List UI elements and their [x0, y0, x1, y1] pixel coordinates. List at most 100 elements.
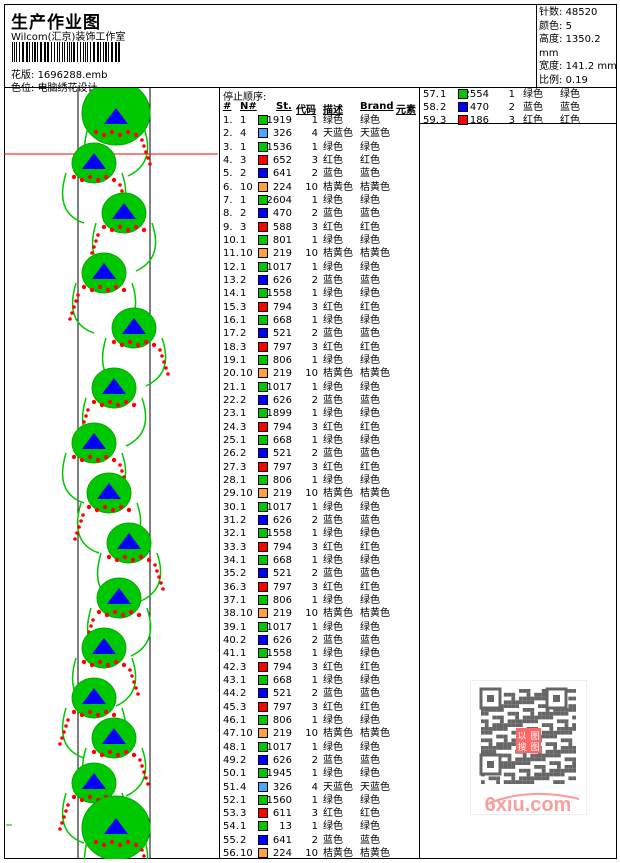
row-needle: 3: [240, 341, 247, 353]
row-index: 24.: [223, 421, 239, 433]
row-needle: 1: [240, 821, 247, 833]
barcode-bar: [26, 42, 28, 62]
row-brand: 绿色: [360, 621, 380, 633]
row-code: 3: [311, 421, 318, 433]
row-code: 10: [305, 848, 318, 860]
row-stitches: 668: [272, 554, 292, 566]
row-code: 2: [311, 168, 318, 180]
row-needle: 1: [240, 768, 247, 780]
row-stitches: 1558: [266, 648, 292, 660]
row-code: 3: [311, 341, 318, 353]
barcode-bar: [37, 42, 38, 62]
row-needle: 1: [240, 288, 247, 300]
embroidery-motif: [68, 252, 137, 334]
color-swatch: [258, 181, 268, 192]
row-code: 1: [311, 648, 318, 660]
row-description: 绿色: [323, 141, 343, 153]
row-code: 2: [311, 208, 318, 220]
row-brand: 绿色: [360, 768, 380, 780]
row-index: 28.: [223, 474, 239, 486]
color-swatch: [258, 128, 268, 139]
row-code: 1: [311, 288, 318, 300]
row-needle: 3: [240, 581, 247, 593]
row-needle: 2: [440, 102, 447, 113]
row-description: 绿色: [323, 528, 343, 540]
row-description: 桔黄色: [323, 181, 353, 193]
color-swatch: [258, 354, 268, 365]
row-index: 17.: [223, 328, 239, 340]
row-index: 5.: [223, 168, 233, 180]
row-brand: 绿色: [360, 528, 380, 540]
row-needle: 2: [240, 394, 247, 406]
color-swatch: [258, 568, 268, 579]
row-stitches: 219: [272, 488, 292, 500]
row-index: 58.: [423, 102, 439, 113]
row-description: 蓝色: [323, 394, 343, 406]
row-index: 56.: [223, 848, 239, 860]
barcode-bar: [67, 42, 68, 62]
row-needle: 1: [240, 594, 247, 606]
row-stitches: 224: [272, 848, 292, 860]
row-code: 1: [311, 234, 318, 246]
row-description: 绿色: [323, 434, 343, 446]
row-code: 1: [311, 594, 318, 606]
row-description: 绿色: [323, 501, 343, 513]
row-description: 绿色: [323, 354, 343, 366]
row-needle: 1: [240, 115, 247, 126]
row-index: 44.: [223, 688, 239, 700]
row-needle: 1: [240, 674, 247, 686]
barcode-bar: [59, 42, 60, 62]
row-index: 48.: [223, 741, 239, 753]
row-needle: 2: [240, 568, 247, 580]
color-swatch: [458, 102, 468, 112]
row-index: 3.: [223, 141, 233, 153]
row-code: 3: [311, 808, 318, 820]
row-needle: 1: [240, 474, 247, 486]
row-brand: 桔黄色: [360, 728, 390, 740]
row-code: 3: [311, 661, 318, 673]
row-brand: 桔黄色: [360, 488, 390, 500]
row-description: 红色: [323, 661, 343, 673]
row-brand: 绿色: [360, 554, 380, 566]
row-description: 蓝色: [323, 448, 343, 460]
color-swatch: [258, 301, 268, 312]
row-description: 绿色: [323, 621, 343, 633]
row-description: 桔黄色: [323, 608, 353, 620]
qr-code-icon: 以图搜图6xiu.com: [479, 687, 580, 816]
row-stitches: 797: [272, 461, 292, 473]
barcode-bar: [71, 42, 72, 62]
barcode-bar: [29, 42, 30, 62]
color-swatch: [258, 648, 268, 659]
row-brand: 红色: [360, 581, 380, 593]
row-stitches: 626: [272, 634, 292, 646]
row-index: 10.: [223, 234, 239, 246]
color-swatch: [258, 808, 268, 819]
row-code: 3: [311, 541, 318, 553]
row-description: 绿色: [323, 674, 343, 686]
barcode-bar: [93, 42, 95, 62]
row-stitches: 797: [272, 341, 292, 353]
row-brand: 红色: [360, 661, 380, 673]
row-needle: 1: [240, 261, 247, 273]
row-index: 7.: [223, 194, 233, 206]
row-code: 1: [311, 794, 318, 806]
color-swatch: [258, 608, 268, 619]
row-code: 10: [305, 728, 318, 740]
color-swatch: [458, 89, 468, 99]
row-code: 2: [311, 634, 318, 646]
row-brand: 蓝色: [560, 102, 580, 113]
row-stitches: 2604: [266, 194, 292, 206]
row-code: 10: [305, 181, 318, 193]
row-code: 1: [311, 714, 318, 726]
row-index: 18.: [223, 341, 239, 353]
color-swatch: [258, 688, 268, 699]
